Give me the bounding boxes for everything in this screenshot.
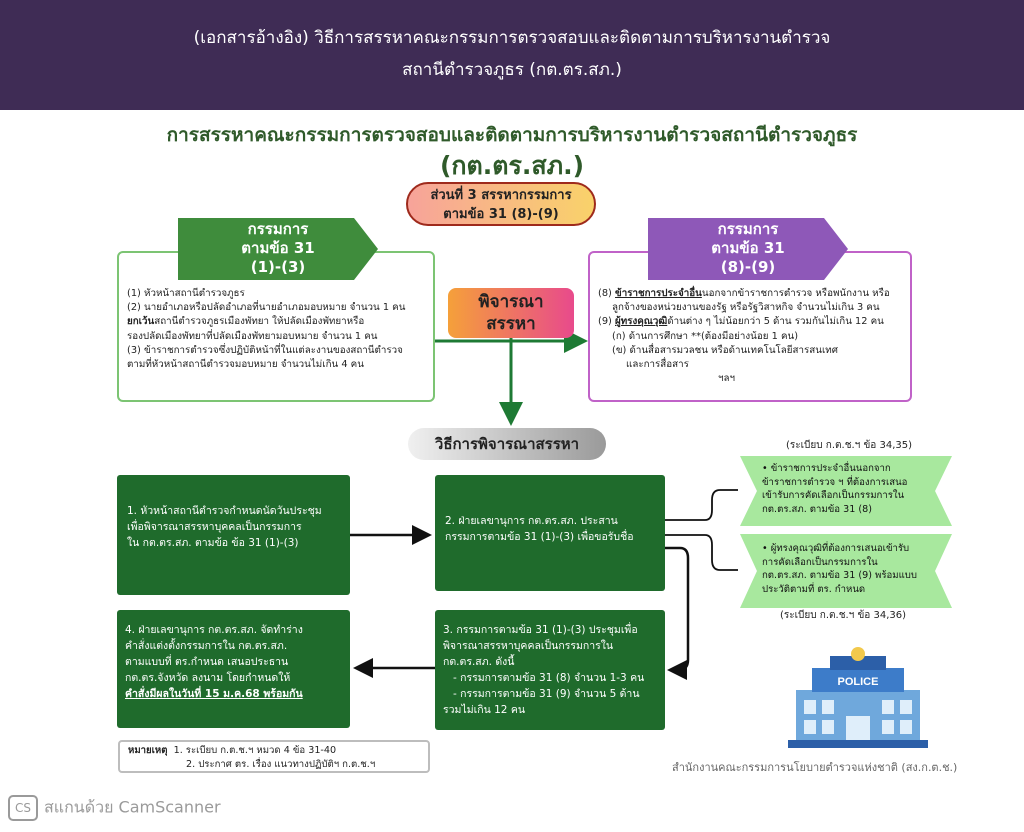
page-header: (เอกสารอ้างอิง) วิธีการสรรหาคณะกรรมการตร… — [0, 0, 1024, 110]
step4-line-5: คำสั่งมีผลในวันที่ 15 ม.ค.68 พร้อมกัน — [125, 688, 303, 700]
arrow-b-line-1: • ผู้ทรงคุณวุฒิที่ต้องการเสนอเข้ารับ — [762, 543, 910, 554]
step-1-box: 1. หัวหน้าสถานีตำรวจกำหนดนัดวันประชุม เพ… — [117, 475, 350, 595]
left-item-2b-rest: สถานีตำรวจภูธรเมืองพัทยา ให้ปลัดเมืองพัท… — [154, 316, 365, 328]
right-item-8-bold: ข้าราชการประจำอื่น — [615, 288, 702, 299]
consider-line-1: พิจารณา — [478, 292, 544, 312]
step1-line-3: ใน กต.ตร.สภ. ตามข้อ ข้อ 31 (1)-(3) — [127, 537, 299, 549]
right-item-8b: ลูกจ้างของหน่วยงานของรัฐ หรือรัฐวิสาหกิจ… — [612, 302, 880, 314]
step1-line-1: 1. หัวหน้าสถานีตำรวจกำหนดนัดวันประชุม — [127, 505, 322, 517]
left-item-2b-bold: ยกเว้น — [127, 316, 155, 328]
step3-line-1: 3. กรรมการตามข้อ 31 (1)-(3) ประชุมเพื่อ — [443, 624, 638, 636]
camscanner-watermark: CS สแกนด้วย CamScanner — [8, 795, 221, 821]
left-item-3b: ตามที่หัวหน้าสถานีตำรวจมอบหมาย จำนวนไม่เ… — [127, 359, 364, 371]
arrow-b-line-2: การคัดเลือกเป็นกรรมการใน — [762, 556, 878, 568]
right-item-9-prefix: (9) — [598, 316, 615, 328]
camscanner-icon: CS — [8, 795, 38, 821]
right-committee-ribbon: กรรมการ ตามข้อ 31 (8)-(9) — [648, 218, 848, 280]
right-item-9a: (ก) ด้านการศึกษา **(ต้องมีอย่างน้อย 1 คน… — [612, 330, 799, 342]
step2-line-2: กรรมการตามข้อ 31 (1)-(3) เพื่อขอรับชื่อ — [445, 531, 634, 543]
left-ribbon-line-2: ตามข้อ 31 — [241, 239, 315, 257]
step3-line-2: พิจารณาสรรหาบุคคลเป็นกรรมการใน — [443, 640, 614, 652]
right-ribbon-line-1: กรรมการ — [717, 220, 779, 238]
right-item-9-bold: ผู้ทรงคุณวุฒิ — [615, 316, 668, 328]
left-ribbon-line-1: กรรมการ — [247, 220, 309, 238]
consider-line-2: สรรหา — [486, 314, 536, 334]
step-3-box: 3. กรรมการตามข้อ 31 (1)-(3) ประชุมเพื่อ … — [435, 610, 665, 730]
part3-line-2: ตามข้อ 31 (8)-(9) — [443, 207, 559, 222]
step4-line-3: ตามแบบที่ ตร.กำหนด เสนอประธาน — [125, 656, 289, 668]
regulation-ref-a: (ระเบียบ ก.ต.ช.ฯ ข้อ 34,35) — [786, 440, 913, 451]
right-item-8: (8) ข้าราชการประจำอื่นนอกจากข้าราชการตำร… — [598, 287, 902, 301]
arrow-b-line-3: กต.ตร.สภ. ตามข้อ 31 (9) พร้อมแบบ — [762, 570, 917, 581]
arrow-a-line-1: • ข้าราชการประจำอื่นนอกจาก — [762, 463, 891, 474]
right-ribbon-line-2: ตามข้อ 31 — [711, 239, 785, 257]
arrow-b-line-4: ประวัติตามที่ ตร. กำหนด — [762, 583, 866, 595]
note-label: หมายเหตุ — [128, 745, 168, 756]
arrow-a-line-2: ข้าราชการตำรวจ ฯ ที่ต้องการเสนอ — [762, 476, 908, 488]
note-item-1: 1. ระเบียบ ก.ต.ช.ฯ หมวด 4 ข้อ 31-40 — [173, 745, 337, 756]
arrow-step2-to-step3 — [665, 546, 690, 680]
consider-selection-badge: พิจารณา สรรหา — [448, 288, 574, 338]
step3-line-3: กต.ตร.สภ. ดังนี้ — [443, 656, 515, 668]
arrow-a-line-3: เข้ารับการคัดเลือกเป็นกรรมการใน — [762, 490, 905, 501]
footer-organization: สำนักงานคณะกรรมการนโยบายตำรวจแห่งชาติ (ส… — [672, 761, 958, 774]
nominee-expert-box: • ผู้ทรงคุณวุฒิที่ต้องการเสนอเข้ารับ การ… — [740, 534, 952, 608]
regulation-ref-b: (ระเบียบ ก.ต.ช.ฯ ข้อ 34,36) — [780, 610, 907, 621]
left-ribbon-line-3: (1)-(3) — [250, 258, 306, 276]
step4-line-4: กต.ตร.จังหวัด ลงนาม โดยกำหนดให้ — [125, 672, 291, 684]
step3-line-5: - กรรมการตามข้อ 31 (9) จำนวน 5 ด้าน — [453, 688, 640, 700]
part3-line-1: ส่วนที่ 3 สรรหากรรมการ — [430, 188, 572, 203]
right-ribbon-line-3: (8)-(9) — [720, 258, 776, 276]
step3-line-4: - กรรมการตามข้อ 31 (8) จำนวน 1-3 คน — [453, 672, 645, 684]
right-item-9: (9) ผู้ทรงคุณวุฒิด้านต่าง ๆ ไม่น้อยกว่า … — [598, 315, 902, 329]
header-line-2: สถานีตำรวจภูธร (กต.ตร.สภ.) — [402, 60, 622, 80]
step-4-box: 4. ฝ่ายเลขานุการ กต.ตร.สภ. จัดทำร่าง คำส… — [117, 610, 350, 728]
step1-line-2: เพื่อพิจารณาสรรหาบุคคลเป็นกรรมการ — [127, 521, 302, 533]
right-item-8-rest: นอกจากข้าราชการตำรวจ หรือพนักงาน หรือ — [701, 288, 890, 299]
method-label: วิธีการพิจารณาสรรหา — [408, 428, 606, 460]
page-title: การสรรหาคณะกรรมการตรวจสอบและติดตามการบริ… — [166, 124, 858, 146]
step4-line-1: 4. ฝ่ายเลขานุการ กต.ตร.สภ. จัดทำร่าง — [125, 624, 303, 636]
step2-line-1: 2. ฝ่ายเลขานุการ กต.ตร.สภ. ประสาน — [445, 515, 618, 527]
page-title-abbr: (กต.ตร.สภ.) — [439, 151, 585, 180]
left-item-1: (1) หัวหน้าสถานีตำรวจภูธร — [127, 288, 245, 299]
left-item-2a: (2) นายอำเภอหรือปลัดอำเภอที่นายอำเภอมอบห… — [127, 302, 406, 314]
watermark-text: สแกนด้วย CamScanner — [44, 797, 221, 817]
arrow-a-line-1-text: ข้าราชการประจำอื่นนอกจาก — [770, 463, 891, 474]
arrow-b-line-1-text: ผู้ทรงคุณวุฒิที่ต้องการเสนอเข้ารับ — [770, 543, 910, 554]
right-item-9-rest: ด้านต่าง ๆ ไม่น้อยกว่า 5 ด้าน รวมกันไม่เ… — [667, 316, 884, 328]
step3-line-6: รวมไม่เกิน 12 คน — [443, 704, 526, 716]
arrow-a-line-4: กต.ตร.สภ. ตามข้อ 31 (8) — [762, 503, 872, 515]
left-item-3a: (3) ข้าราชการตำรวจซึ่งปฏิบัติหน้าที่ในแต… — [127, 344, 403, 356]
note-line-1: หมายเหตุ 1. ระเบียบ ก.ต.ช.ฯ หมวด 4 ข้อ 3… — [128, 744, 420, 758]
step4-line-2: คำสั่งแต่งตั้งกรรมการใน กต.ตร.สภ. — [125, 640, 288, 652]
bracket-to-arrow-b — [665, 534, 738, 571]
right-committee-box: (8) ข้าราชการประจำอื่นนอกจากข้าราชการตำร… — [588, 251, 912, 402]
header-line-1: (เอกสารอ้างอิง) วิธีการสรรหาคณะกรรมการตร… — [193, 28, 831, 48]
right-item-etc: ฯลฯ — [718, 373, 736, 385]
left-committee-ribbon: กรรมการ ตามข้อ 31 (1)-(3) — [178, 218, 378, 280]
part3-badge: ส่วนที่ 3 สรรหากรรมการ ตามข้อ 31 (8)-(9) — [406, 182, 596, 226]
bracket-to-arrow-a — [665, 489, 738, 521]
note-box: หมายเหตุ 1. ระเบียบ ก.ต.ช.ฯ หมวด 4 ข้อ 3… — [118, 740, 430, 773]
police-station-icon — [788, 647, 928, 748]
right-item-9b: (ข) ด้านสื่อสารมวลชน หรือด้านเทคโนโลยีสา… — [612, 344, 838, 356]
step-2-box: 2. ฝ่ายเลขานุการ กต.ตร.สภ. ประสาน กรรมกา… — [435, 475, 665, 591]
right-item-9c: และการสื่อสาร — [626, 359, 689, 371]
left-item-2b: ยกเว้นสถานีตำรวจภูธรเมืองพัทยา ให้ปลัดเม… — [127, 315, 425, 329]
police-sign: POLICE — [838, 676, 879, 688]
note-item-2: 2. ประกาศ ตร. เรื่อง แนวทางปฏิบัติฯ ก.ต.… — [186, 758, 376, 770]
left-item-2c: รองปลัดเมืองพัทยาที่ปลัดเมืองพัทยามอบหมา… — [127, 330, 378, 342]
nominee-civil-servant-box: • ข้าราชการประจำอื่นนอกจาก ข้าราชการตำรว… — [740, 456, 952, 526]
right-item-8-prefix: (8) — [598, 288, 615, 299]
